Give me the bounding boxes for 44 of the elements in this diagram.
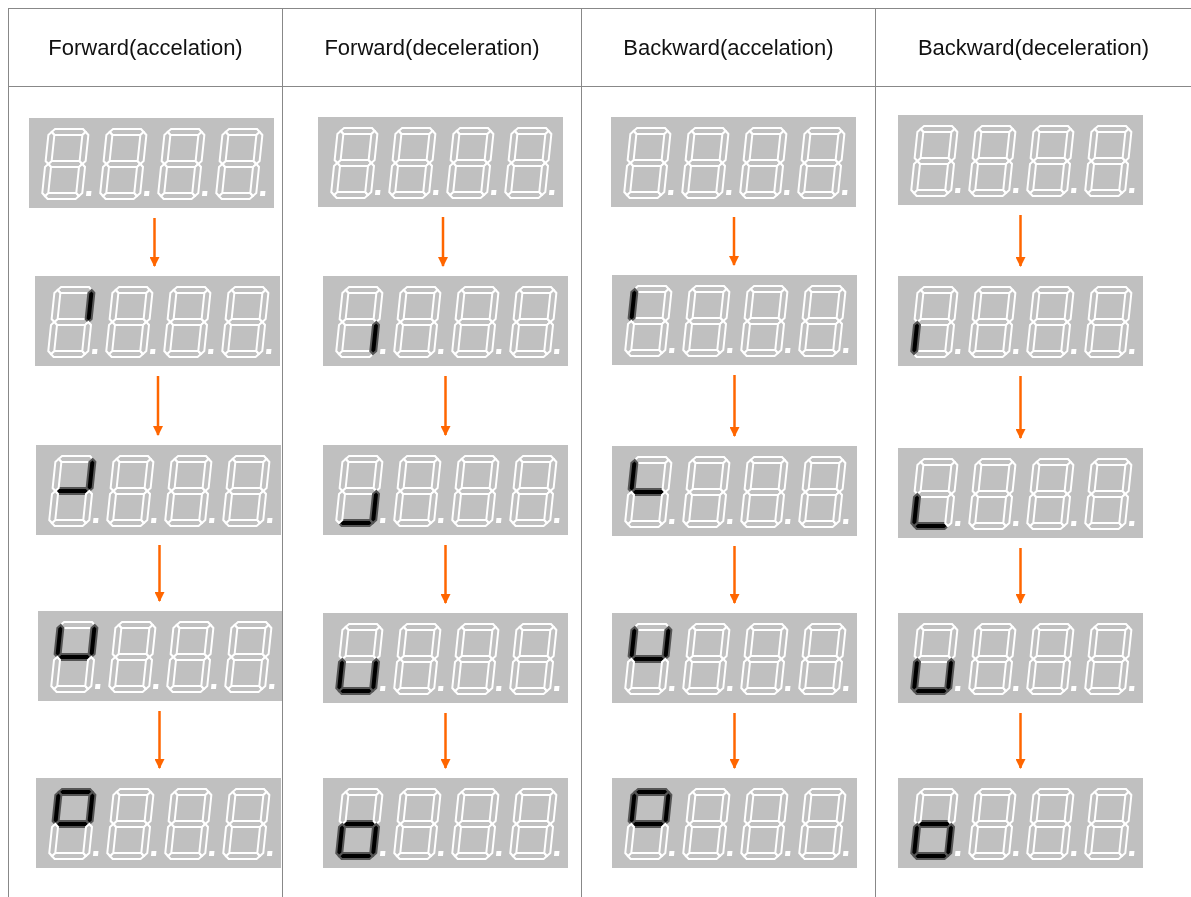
seven-segment-display bbox=[323, 276, 568, 366]
arrow bbox=[153, 376, 163, 436]
column-header: Forward(accelation) bbox=[9, 9, 282, 87]
arrow bbox=[149, 218, 160, 267]
column-header: Backward(accelation) bbox=[582, 9, 875, 87]
seven-segment-display bbox=[898, 448, 1143, 538]
arrow bbox=[1015, 713, 1026, 769]
arrow bbox=[729, 375, 740, 437]
column-header: Forward(deceleration) bbox=[283, 9, 581, 87]
arrow bbox=[1015, 548, 1026, 604]
arrow bbox=[1015, 376, 1026, 439]
column-header: Backward(deceleration) bbox=[876, 9, 1191, 87]
seven-segment-display bbox=[898, 613, 1143, 703]
arrow bbox=[154, 545, 165, 602]
seven-segment-display bbox=[898, 115, 1143, 205]
table-column bbox=[875, 8, 1191, 897]
seven-segment-display bbox=[35, 276, 280, 366]
arrow bbox=[440, 545, 451, 604]
table-column bbox=[282, 8, 581, 897]
arrow bbox=[440, 376, 451, 436]
seven-segment-display bbox=[612, 613, 857, 703]
arrow bbox=[440, 713, 451, 769]
seven-segment-display bbox=[323, 778, 568, 868]
table-column bbox=[8, 8, 282, 897]
arrow bbox=[729, 713, 740, 769]
arrow bbox=[438, 217, 448, 267]
seven-segment-display bbox=[323, 613, 568, 703]
seven-segment-display bbox=[38, 611, 283, 701]
seven-segment-display bbox=[611, 117, 856, 207]
seven-segment-display bbox=[36, 778, 281, 868]
arrow bbox=[154, 711, 165, 769]
arrow bbox=[1015, 215, 1026, 267]
seven-segment-display bbox=[612, 778, 857, 868]
seven-segment-display bbox=[29, 118, 274, 208]
arrow bbox=[729, 217, 739, 266]
seven-segment-display bbox=[318, 117, 563, 207]
seven-segment-display bbox=[898, 778, 1143, 868]
seven-segment-display bbox=[612, 275, 857, 365]
seven-segment-display bbox=[612, 446, 857, 536]
seven-segment-display bbox=[36, 445, 281, 535]
seven-segment-display bbox=[323, 445, 568, 535]
arrow bbox=[729, 546, 740, 604]
table-column bbox=[581, 8, 875, 897]
seven-segment-display bbox=[898, 276, 1143, 366]
